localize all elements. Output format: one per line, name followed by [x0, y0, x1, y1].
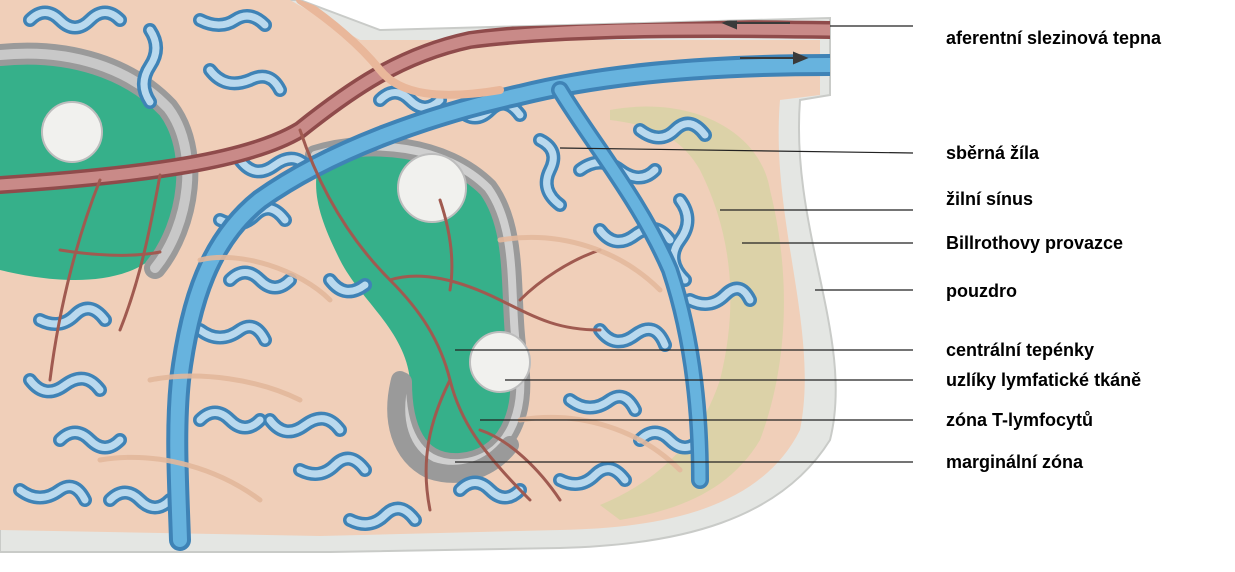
lymph-nodule-2 [398, 154, 466, 222]
label-collecting-vein: sběrná žíla [946, 143, 1039, 163]
label-billroth-cords: Billrothovy provazce [946, 233, 1123, 253]
label-lymphatic-nodules: uzlíky lymfatické tkáně [946, 370, 1141, 390]
label-capsule: pouzdro [946, 281, 1017, 301]
label-marginal-zone: marginální zóna [946, 452, 1083, 472]
label-afferent-artery: aferentní slezinová tepna [946, 28, 1161, 48]
label-t-zone: zóna T-lymfocytů [946, 410, 1093, 430]
label-venous-sinus: žilní sínus [946, 189, 1033, 209]
lymph-nodule-1 [42, 102, 102, 162]
lymph-nodule-3 [470, 332, 530, 392]
label-central-arterioles: centrální tepénky [946, 340, 1094, 360]
